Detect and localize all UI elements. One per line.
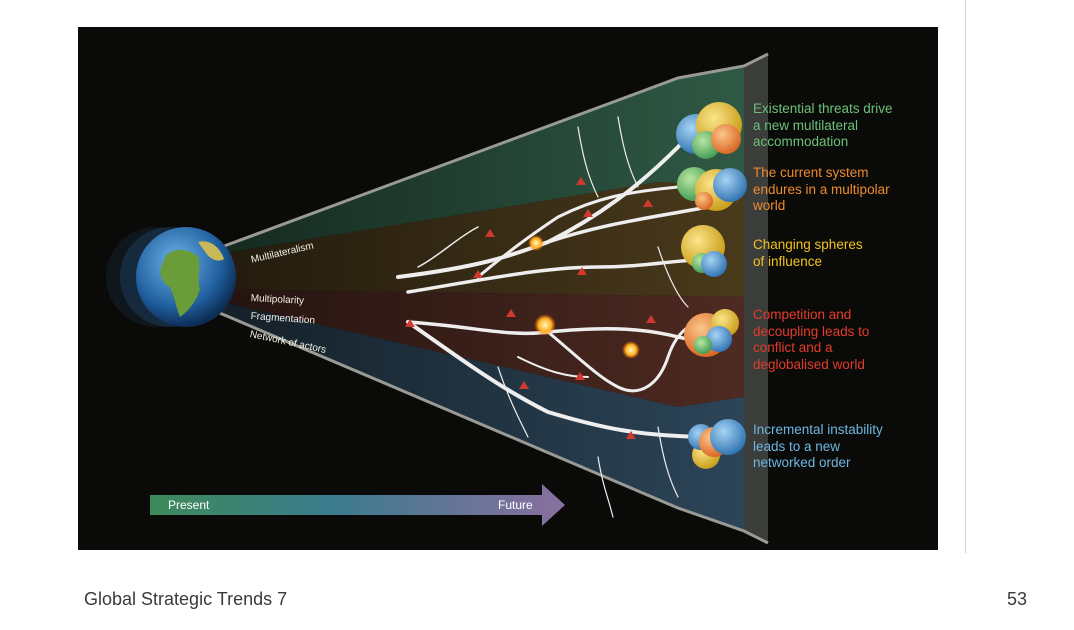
outcome-globe-cluster-2 xyxy=(677,167,747,211)
vertical-divider xyxy=(965,0,966,553)
timeline-end-label: Future xyxy=(498,498,533,512)
outcome-globe-cluster-1 xyxy=(676,102,742,159)
outcome-3-text: Changing spheres of influence xyxy=(753,237,863,269)
outcome-globe-cluster-3 xyxy=(681,225,727,277)
outcome-2-text: The current system endures in a multipol… xyxy=(753,165,890,213)
timeline-arrow xyxy=(150,484,565,526)
warning-markers xyxy=(405,177,656,439)
outcome-5-text: Incremental instability leads to a new n… xyxy=(753,422,883,470)
earth-globe xyxy=(106,227,236,327)
outcome-globe-cluster-5 xyxy=(688,419,746,469)
futures-cone-diagram xyxy=(106,52,769,545)
conflict-flash-markers xyxy=(528,235,640,359)
outcome-1-text: Existential threats drive a new multilat… xyxy=(753,101,893,149)
outcome-globe-cluster-4 xyxy=(684,309,739,357)
outcome-4-text: Competition and decoupling leads to conf… xyxy=(753,307,870,372)
timeline-start-label: Present xyxy=(168,498,210,512)
cone-rim xyxy=(744,55,768,542)
diagram-figure: Multilateralism Multipolarity Fragmentat… xyxy=(78,27,938,550)
page-number: 53 xyxy=(1007,589,1028,609)
footer-title: Global Strategic Trends 7 xyxy=(84,589,288,609)
